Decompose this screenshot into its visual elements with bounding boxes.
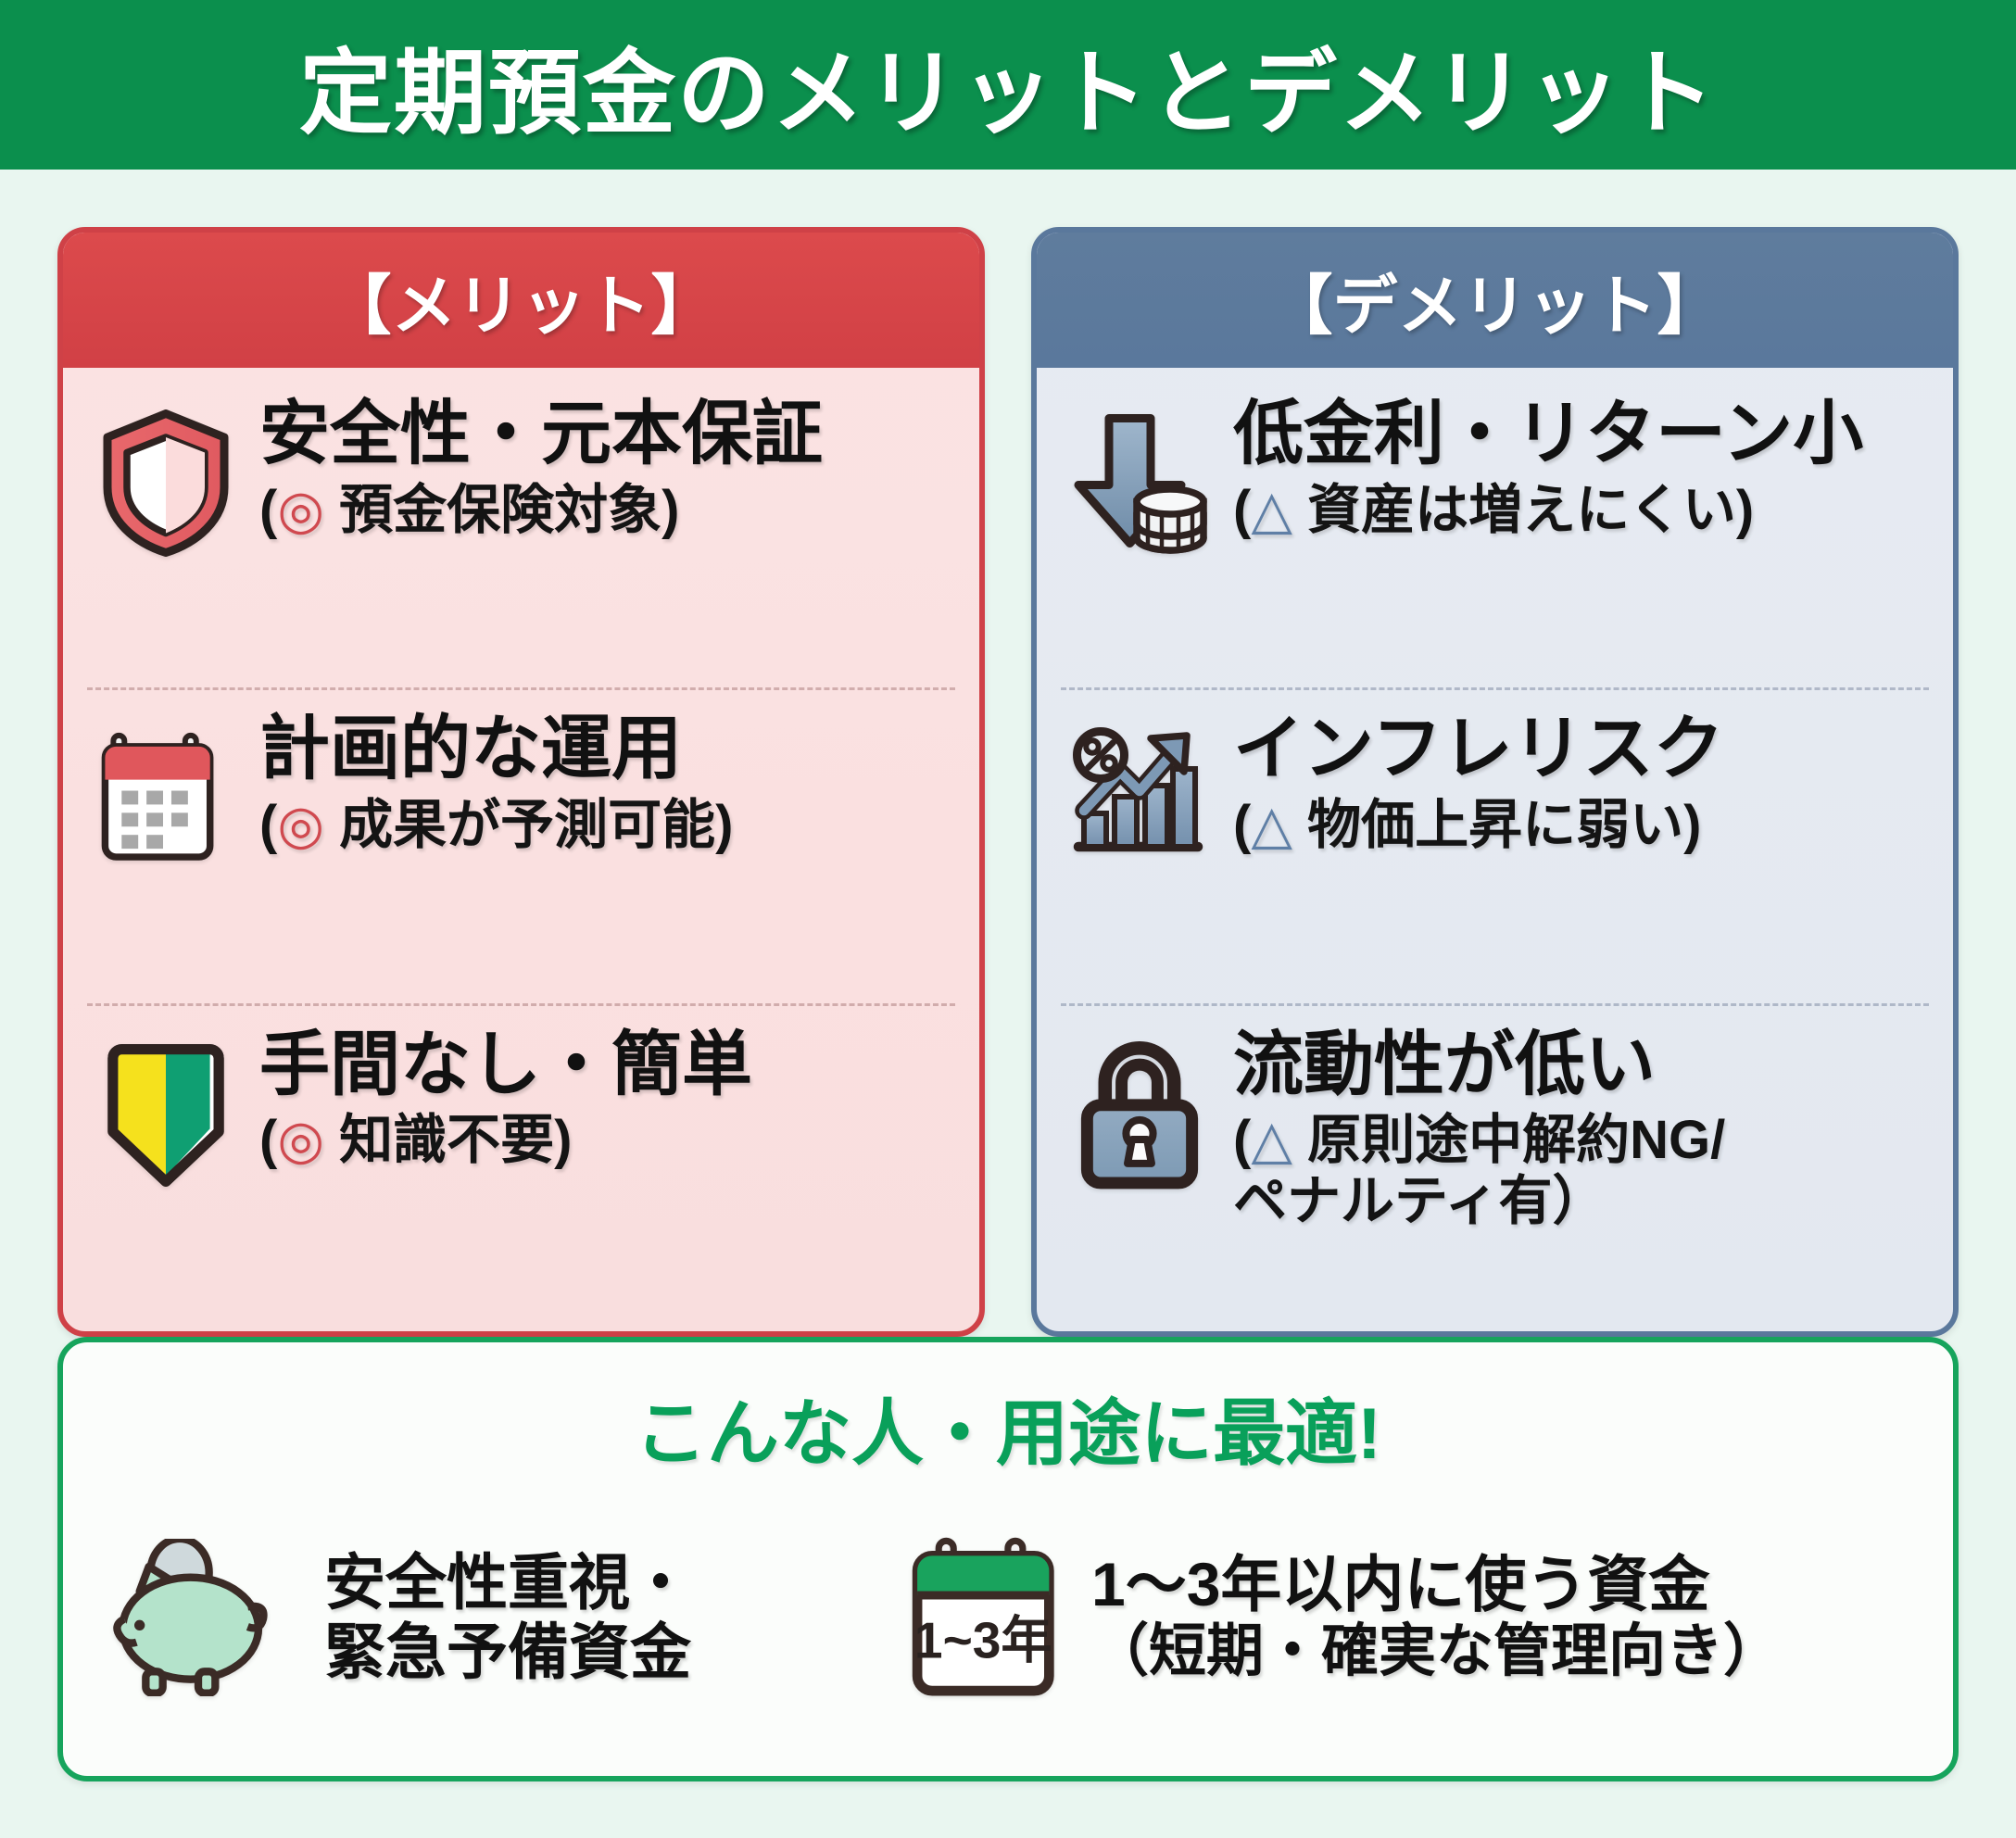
page-header: 定期預金のメリットとデメリット xyxy=(0,0,2016,170)
merit-note-3: 知識不要 xyxy=(339,1110,555,1171)
demerit-mark-3: △ xyxy=(1251,1110,1292,1171)
best-for-cell-1-line2: 緊急予備資金 xyxy=(324,1618,691,1686)
demerit-item-1-note: (△ 資産は増えにくい) xyxy=(1233,479,1755,540)
merit-item-2-text: 計画的な運用 (◎ 成果が予測可能) xyxy=(259,711,951,856)
demerit-card-heading: 【デメリット】 xyxy=(1267,269,1722,342)
demerit-item-3-note: (△ 原則途中解約NG/ペナルティ有） xyxy=(1233,1110,1726,1232)
demerit-mark-2: △ xyxy=(1251,794,1292,855)
best-for-cell-2-line2: （短期・確実な管理向き） xyxy=(1091,1619,1782,1684)
merit-item-2-note: (◎ 成果が予測可能) xyxy=(259,794,734,855)
demerit-item-3-text: 流動性が低い (△ 原則途中解約NG/ペナルティ有） xyxy=(1233,1026,1925,1233)
demerit-item-2-note: (△ 物価上昇に弱い) xyxy=(1233,794,1702,855)
demerit-item-2: インフレリスク (△ 物価上昇に弱い) xyxy=(1061,687,1929,1002)
demerit-card-body: 低金利・リターン小 (△ 資産は増えにくい) xyxy=(1037,368,1953,1331)
merit-item-1-text: 安全性・元本保証 (◎ 預金保険対象) xyxy=(259,396,951,541)
best-for-row: 安全性重視・ 緊急予備資金 1~3年 1〜3年以内に使う資金 xyxy=(63,1479,1953,1776)
merit-mark-1: ◎ xyxy=(277,479,324,540)
merit-card-heading: 【メリット】 xyxy=(326,269,716,342)
merit-item-1-note: (◎ 預金保険対象) xyxy=(259,479,680,540)
best-for-cell-2-text: 1〜3年以内に使う資金 （短期・確実な管理向き） xyxy=(1091,1550,1781,1685)
shield-icon xyxy=(96,396,235,560)
beginner-mark-icon xyxy=(96,1026,235,1190)
inflation-chart-icon xyxy=(1070,711,1209,861)
best-for-panel: こんな人・用途に最適! 安全性重視・ xyxy=(57,1337,1959,1781)
demerit-item-2-title: インフレリスク xyxy=(1233,710,1724,789)
demerit-card: 【デメリット】 xyxy=(1031,227,1959,1337)
demerit-note-3b: ペナルティ有） xyxy=(1233,1171,1606,1232)
merit-item-2: 計画的な運用 (◎ 成果が予測可能) xyxy=(87,687,955,1002)
merit-item-3-text: 手間なし・簡単 (◎ 知識不要) xyxy=(259,1026,951,1172)
merit-mark-3: ◎ xyxy=(277,1110,324,1171)
calendar-1-3-years-icon: 1~3年 xyxy=(902,1536,1067,1699)
demerit-note-3: 原則途中解約NG/ xyxy=(1307,1110,1726,1171)
lock-icon xyxy=(1070,1026,1209,1190)
demerit-card-header: 【デメリット】 xyxy=(1037,233,1953,368)
merit-card: 【メリット】 安全性・元本 xyxy=(57,227,985,1337)
comparison-columns: 【メリット】 安全性・元本 xyxy=(0,170,2016,1337)
best-for-title: こんな人・用途に最適! xyxy=(635,1392,1381,1474)
merit-item-2-title: 計画的な運用 xyxy=(259,710,682,789)
demerit-item-1: 低金利・リターン小 (△ 資産は増えにくい) xyxy=(1061,375,1929,687)
merit-item-3: 手間なし・簡単 (◎ 知識不要) xyxy=(87,1002,955,1318)
demerit-item-3-title: 流動性が低い xyxy=(1233,1025,1656,1104)
demerit-item-1-text: 低金利・リターン小 (△ 資産は増えにくい) xyxy=(1233,396,1925,541)
demerit-item-2-text: インフレリスク (△ 物価上昇に弱い) xyxy=(1233,711,1925,856)
merit-mark-2: ◎ xyxy=(277,794,324,855)
merit-card-header: 【メリット】 xyxy=(63,233,979,368)
merit-item-1-title: 安全性・元本保証 xyxy=(259,395,823,473)
merit-note-1: 預金保険対象 xyxy=(339,479,662,540)
down-arrow-coins-icon xyxy=(1070,396,1209,555)
calendar-icon xyxy=(96,711,235,865)
demerit-item-3: 流動性が低い (△ 原則途中解約NG/ペナルティ有） xyxy=(1061,1002,1929,1318)
page-title: 定期預金のメリットとデメリット xyxy=(299,42,1717,145)
demerit-note-1: 資産は増えにくい xyxy=(1307,479,1736,540)
merit-card-body: 安全性・元本保証 (◎ 預金保険対象) xyxy=(63,368,979,1331)
demerit-note-2: 物価上昇に弱い xyxy=(1307,794,1684,855)
best-for-cell-1-line1: 安全性重視・ xyxy=(324,1547,691,1617)
piggy-bank-icon xyxy=(106,1539,300,1696)
best-for-cell-2-line1: 1〜3年以内に使う資金 xyxy=(1091,1550,1710,1619)
demerit-item-1-title: 低金利・リターン小 xyxy=(1233,395,1864,473)
best-for-cell-2: 1~3年 1〜3年以内に使う資金 （短期・確実な管理向き） xyxy=(902,1536,1929,1699)
merit-item-1: 安全性・元本保証 (◎ 預金保険対象) xyxy=(87,375,955,687)
merit-item-3-title: 手間なし・簡単 xyxy=(259,1025,752,1104)
svg-text:1~3年: 1~3年 xyxy=(914,1612,1052,1669)
merit-item-3-note: (◎ 知識不要) xyxy=(259,1110,573,1171)
best-for-cell-1-text: 安全性重視・ 緊急予備資金 xyxy=(324,1548,691,1687)
best-for-cell-1: 安全性重視・ 緊急予備資金 xyxy=(106,1539,884,1696)
merit-note-2: 成果が予測可能 xyxy=(339,794,716,855)
demerit-mark-1: △ xyxy=(1251,479,1292,540)
